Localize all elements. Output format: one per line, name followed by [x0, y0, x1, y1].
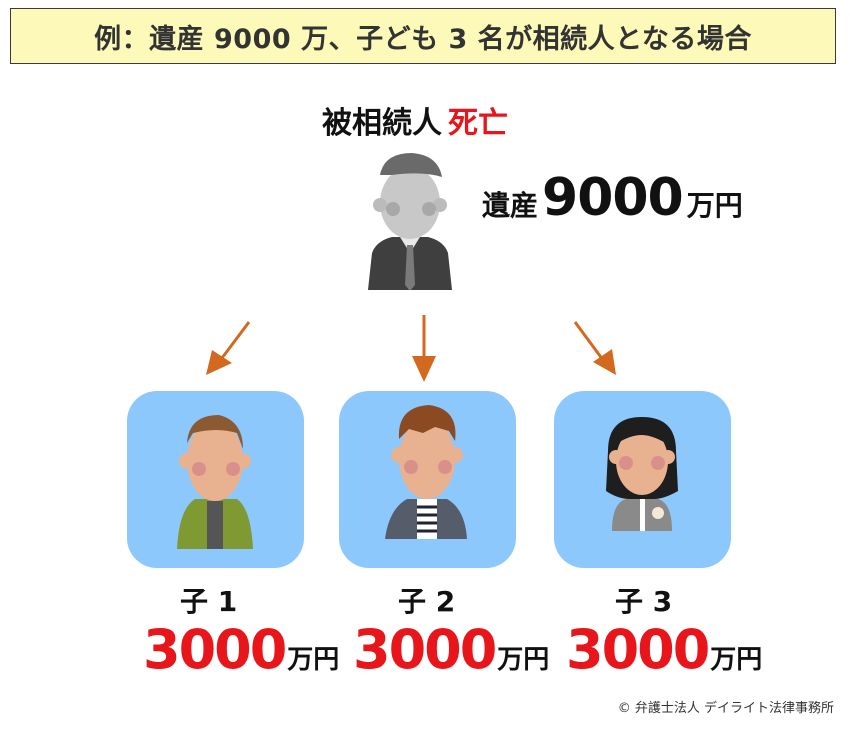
child-3-share: 3000 万円: [566, 618, 762, 681]
child-2-share-value: 3000: [353, 618, 497, 681]
child-1-share: 3000 万円: [143, 618, 339, 681]
child-1-card: [127, 391, 304, 568]
child-1-share-unit: 万円: [287, 645, 340, 675]
estate-amount: 遺産 9000 万円: [482, 168, 743, 228]
title-text: 例：遺産 9000 万、子ども 3 名が相続人となる場合: [94, 23, 752, 55]
decedent-status: 死亡: [448, 106, 508, 141]
title-banner: 例：遺産 9000 万、子ども 3 名が相続人となる場合: [10, 8, 836, 64]
child-1-share-value: 3000: [143, 618, 287, 681]
child-1-label: 子 1: [180, 585, 238, 618]
child-2-share: 3000 万円: [353, 618, 549, 681]
child-3-portrait-icon: [606, 417, 678, 531]
child-3-share-value: 3000: [566, 618, 710, 681]
child-2-card: [339, 391, 516, 568]
child-3-card: [554, 391, 731, 568]
child-2-label: 子 2: [398, 585, 456, 618]
arrow-to-child-3: [573, 321, 605, 361]
estate-unit: 万円: [686, 189, 743, 222]
child-2-share-unit: 万円: [497, 645, 550, 675]
decedent-text: 被相続人: [322, 106, 442, 141]
child-3-share-unit: 万円: [710, 645, 763, 675]
decedent-label: 被相続人死亡: [322, 98, 508, 142]
child-2-portrait-icon: [385, 405, 467, 539]
child-3-label: 子 3: [615, 585, 673, 618]
estate-label: 遺産: [482, 189, 539, 222]
copyright-notice: © 弁護士法人 デイライト法律事務所: [617, 701, 834, 716]
estate-value: 9000: [542, 168, 684, 228]
child-1-portrait-icon: [177, 415, 253, 549]
arrow-to-child-1: [217, 321, 251, 363]
decedent-portrait-icon: [368, 153, 452, 290]
